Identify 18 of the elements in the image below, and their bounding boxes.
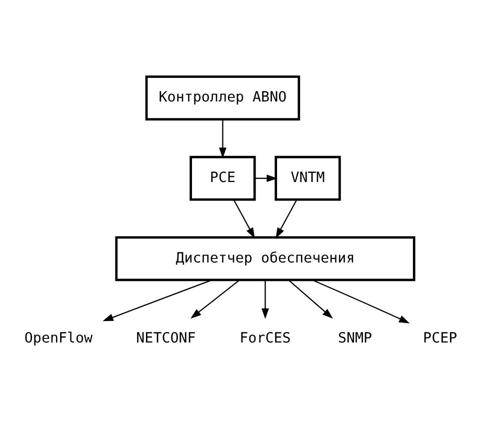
node-text: NETCONF [136,330,196,346]
node-box: Контроллер ABNO [145,75,300,120]
node-box: VNTM [274,155,341,200]
arrow [254,174,278,182]
arrow [218,119,226,158]
node-text: OpenFlow [24,330,93,346]
arrow [288,279,333,318]
arrow [262,280,269,318]
node-text: PCEP [423,330,458,346]
arrow [233,199,255,238]
node-box: PCE [190,155,256,200]
arrow [312,278,410,323]
node-text: SNMP [338,330,372,346]
arrow [190,279,240,318]
arrow [102,279,212,321]
arrow [276,199,298,238]
node-text: ForCES [240,330,291,346]
node-box: Диспетчер обеспечения [115,236,416,281]
